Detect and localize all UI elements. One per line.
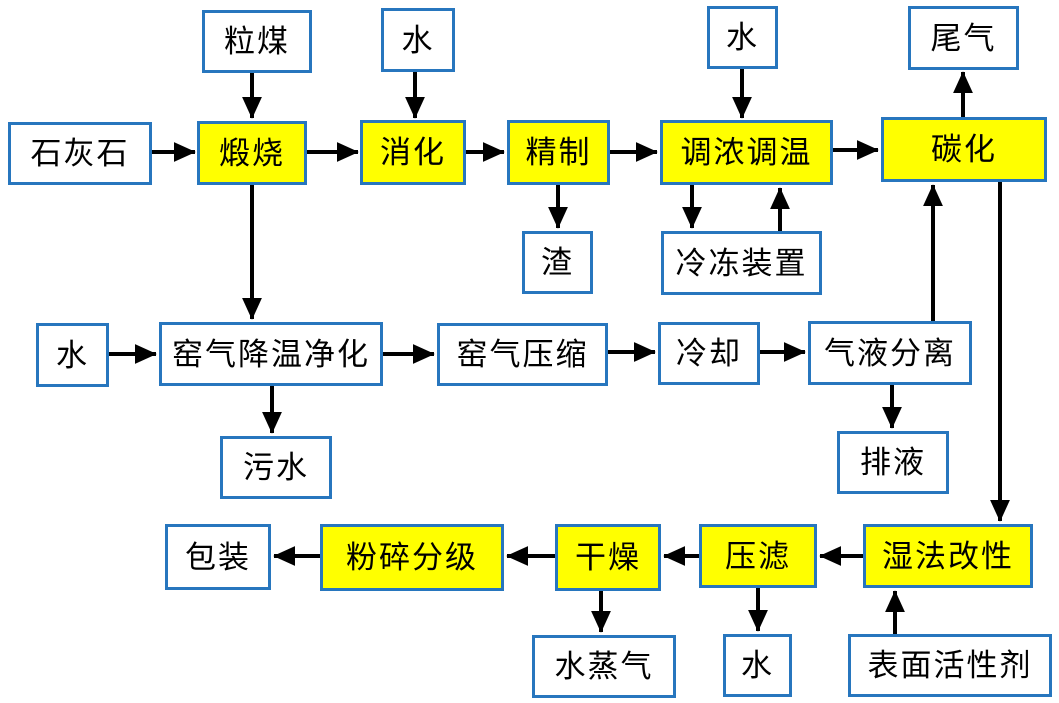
node-water-1-label: 水 xyxy=(401,22,435,58)
node-packaging: 包装 xyxy=(165,524,271,590)
node-water-2: 水 xyxy=(707,6,778,69)
node-tail-gas: 尾气 xyxy=(908,6,1019,70)
node-press-filtration: 压滤 xyxy=(699,524,817,588)
node-kiln-gas-cooling: 窑气降温净化 xyxy=(159,322,383,386)
node-gas-liquid-separation: 气液分离 xyxy=(808,321,972,385)
node-carbonation-label: 碳化 xyxy=(931,132,997,167)
node-drain: 排液 xyxy=(837,431,949,494)
node-cooling-label: 冷却 xyxy=(676,336,742,371)
node-slaking: 消化 xyxy=(360,120,466,185)
node-slag-label: 渣 xyxy=(541,245,574,280)
node-water-3-label: 水 xyxy=(56,337,89,373)
node-steam-label: 水蒸气 xyxy=(554,649,654,684)
node-wastewater: 污水 xyxy=(220,436,332,499)
node-gas-liquid-separation-label: 气液分离 xyxy=(824,335,956,371)
node-crushing-grading-label: 粉碎分级 xyxy=(346,540,478,575)
node-wastewater-label: 污水 xyxy=(243,450,309,485)
node-press-filtration-label: 压滤 xyxy=(725,538,791,574)
node-crushing-grading: 粉碎分级 xyxy=(320,524,504,591)
node-wet-modification-label: 湿法改性 xyxy=(882,538,1014,574)
node-granular-coal: 粒煤 xyxy=(202,10,312,73)
node-surfactant-label: 表面活性剂 xyxy=(867,648,1033,683)
node-refining-label: 精制 xyxy=(525,135,592,170)
node-drying-label: 干燥 xyxy=(575,540,641,575)
node-kiln-gas-compression: 窑气压缩 xyxy=(437,323,608,386)
node-water-1: 水 xyxy=(381,8,455,72)
node-conc-temp-adjust-label: 调浓调温 xyxy=(680,135,813,170)
node-tail-gas-label: 尾气 xyxy=(930,20,997,56)
node-limestone: 石灰石 xyxy=(8,122,152,185)
node-kiln-gas-compression-label: 窑气压缩 xyxy=(456,337,589,372)
node-conc-temp-adjust: 调浓调温 xyxy=(660,120,833,185)
node-slaking-label: 消化 xyxy=(380,135,446,170)
node-surfactant: 表面活性剂 xyxy=(848,634,1052,697)
node-water-3: 水 xyxy=(36,323,109,387)
node-packaging-label: 包装 xyxy=(185,539,251,575)
node-calcination-label: 煅烧 xyxy=(219,135,285,171)
node-slag: 渣 xyxy=(522,231,593,294)
node-refining: 精制 xyxy=(507,120,610,185)
node-granular-coal-label: 粒煤 xyxy=(224,24,290,59)
node-water-4-label: 水 xyxy=(741,648,774,683)
node-cooling: 冷却 xyxy=(658,322,760,385)
node-carbonation: 碳化 xyxy=(881,117,1047,182)
node-wet-modification: 湿法改性 xyxy=(863,524,1033,588)
node-water-4: 水 xyxy=(723,634,792,697)
node-calcination: 煅烧 xyxy=(197,121,307,185)
node-steam: 水蒸气 xyxy=(532,635,676,698)
node-limestone-label: 石灰石 xyxy=(30,136,130,171)
node-kiln-gas-cooling-label: 窑气降温净化 xyxy=(172,336,370,372)
node-freezing-unit: 冷冻装置 xyxy=(661,231,822,295)
node-drain-label: 排液 xyxy=(860,445,926,480)
node-freezing-unit-label: 冷冻装置 xyxy=(675,245,808,281)
node-water-2-label: 水 xyxy=(726,20,759,55)
node-drying: 干燥 xyxy=(555,524,661,591)
